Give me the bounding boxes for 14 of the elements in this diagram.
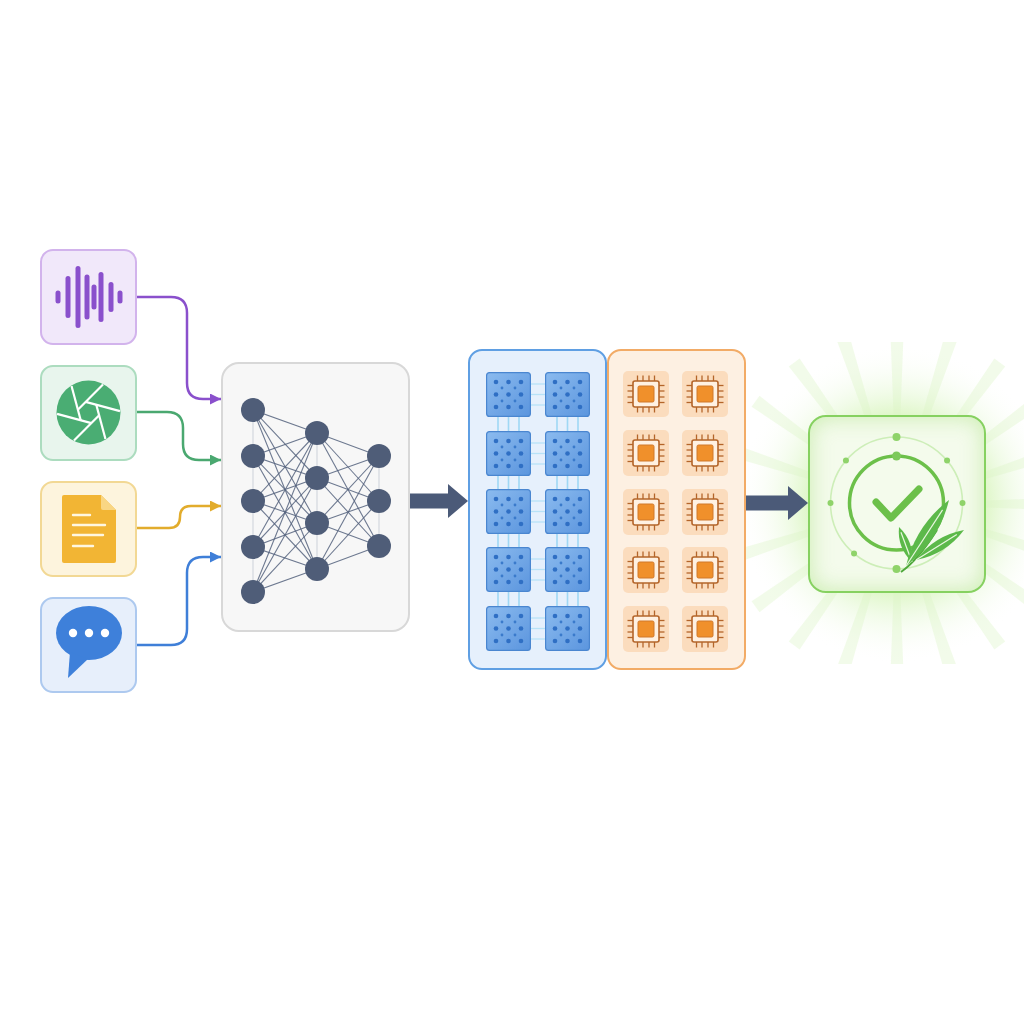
icon-tile (40, 365, 137, 461)
icon-tile (40, 597, 137, 693)
connector-arrow (137, 551, 221, 647)
icon-tile (40, 481, 137, 577)
connector-arrow (137, 295, 221, 405)
result-tile (808, 415, 986, 593)
chip-array-panel (468, 349, 607, 670)
connector-arrow (137, 500, 221, 530)
neural-network-panel (221, 362, 410, 632)
processor-panel (607, 349, 746, 670)
connector-arrow (137, 410, 221, 466)
block-arrow (746, 486, 808, 520)
block-arrow (410, 484, 468, 518)
icon-tile (40, 249, 137, 345)
